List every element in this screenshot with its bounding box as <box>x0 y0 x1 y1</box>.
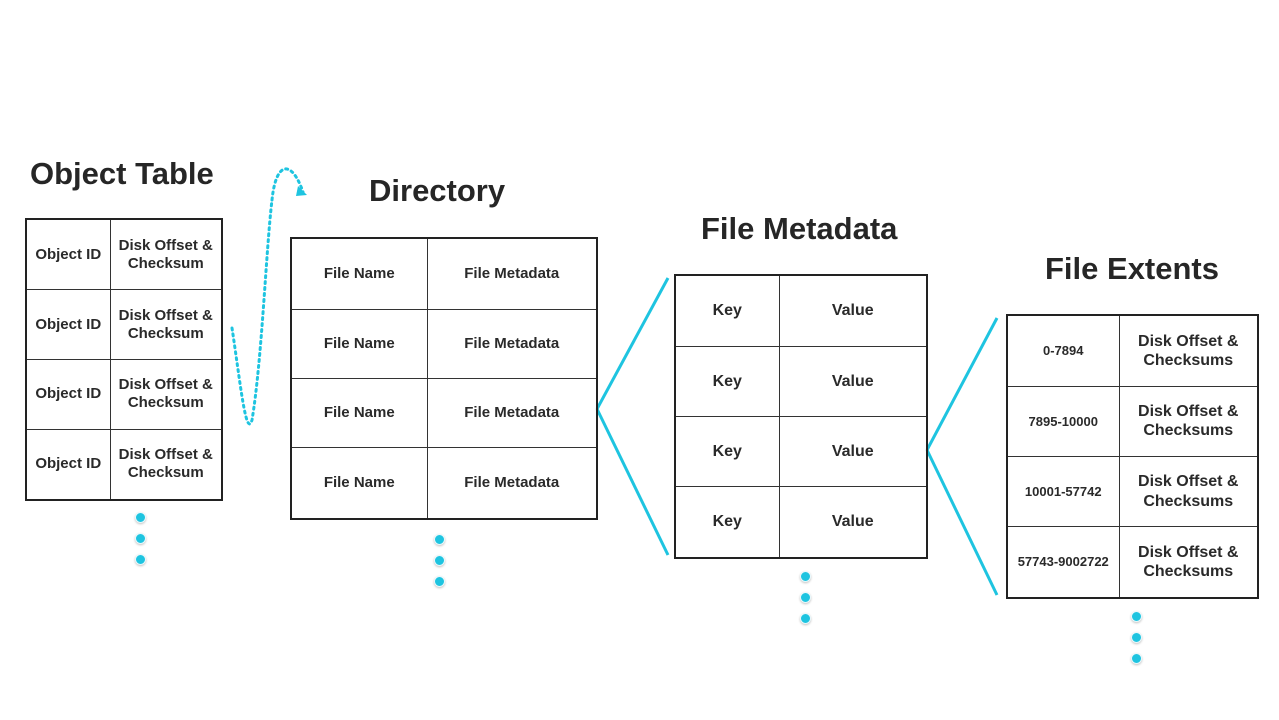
key-cell: Key <box>674 485 780 559</box>
file-metadata-cell: File Metadata <box>426 237 598 310</box>
object-id-cell: Object ID <box>25 428 111 501</box>
disk-offset-cell: Disk Offset & Checksum <box>109 428 223 501</box>
dot <box>433 576 445 587</box>
table-row: File Name File Metadata <box>290 447 598 520</box>
file-name-cell: File Name <box>290 308 428 379</box>
key-cell: Key <box>674 274 780 348</box>
dot <box>134 512 146 523</box>
file-metadata-table: Key Value Key Value Key Value Key Value <box>674 274 928 559</box>
value-cell: Value <box>778 485 928 559</box>
table-row: File Name File Metadata <box>290 377 598 449</box>
value-cell: Value <box>778 274 928 348</box>
extent-range-cell: 10001-57742 <box>1006 455 1120 528</box>
disk-offset-cell: Disk Offset & Checksum <box>109 218 223 291</box>
metadata-to-extents-line-top <box>925 317 999 451</box>
table-row: 7895-10000 Disk Offset & Checksums <box>1006 385 1259 457</box>
object-table-ellipsis <box>134 512 146 575</box>
table-row: File Name File Metadata <box>290 237 598 310</box>
file-extents-title: File Extents <box>1045 251 1219 286</box>
directory-to-metadata-line-top <box>595 277 670 410</box>
dot <box>799 613 811 624</box>
object-id-cell: Object ID <box>25 289 111 360</box>
file-name-cell: File Name <box>290 377 428 449</box>
arrow-head <box>296 186 307 196</box>
value-cell: Value <box>778 346 928 417</box>
file-extents-table: 0-7894 Disk Offset & Checksums 7895-1000… <box>1006 314 1259 599</box>
table-row: Key Value <box>674 346 928 417</box>
table-row: Object ID Disk Offset & Checksum <box>25 289 223 360</box>
file-metadata-title: File Metadata <box>701 211 898 246</box>
key-cell: Key <box>674 415 780 487</box>
table-row: Key Value <box>674 415 928 487</box>
disk-offset-cell: Disk Offset & Checksums <box>1118 314 1259 387</box>
metadata-to-extents-line-bottom <box>925 449 999 596</box>
dot <box>1130 611 1142 622</box>
file-name-cell: File Name <box>290 237 428 310</box>
disk-offset-cell: Disk Offset & Checksums <box>1118 526 1259 599</box>
object-table: Object ID Disk Offset & Checksum Object … <box>25 218 223 501</box>
extent-range-cell: 7895-10000 <box>1006 385 1120 457</box>
directory-to-metadata-line-bottom <box>595 408 670 556</box>
object-id-cell: Object ID <box>25 218 111 291</box>
table-row: Object ID Disk Offset & Checksum <box>25 218 223 291</box>
object-to-directory-arrow <box>230 167 305 426</box>
disk-offset-cell: Disk Offset & Checksum <box>109 289 223 360</box>
dot <box>433 555 445 566</box>
dot <box>433 534 445 545</box>
directory-table: File Name File Metadata File Name File M… <box>290 237 598 520</box>
file-metadata-cell: File Metadata <box>426 447 598 520</box>
table-row: Key Value <box>674 485 928 559</box>
file-extents-ellipsis <box>1130 611 1142 674</box>
table-row: 10001-57742 Disk Offset & Checksums <box>1006 455 1259 528</box>
disk-offset-cell: Disk Offset & Checksums <box>1118 385 1259 457</box>
extent-range-cell: 57743-9002722 <box>1006 526 1120 599</box>
dot <box>799 571 811 582</box>
file-name-cell: File Name <box>290 447 428 520</box>
disk-offset-cell: Disk Offset & Checksum <box>109 358 223 430</box>
dot <box>134 554 146 565</box>
dot <box>799 592 811 603</box>
extent-range-cell: 0-7894 <box>1006 314 1120 387</box>
key-cell: Key <box>674 346 780 417</box>
value-cell: Value <box>778 415 928 487</box>
directory-title: Directory <box>369 173 506 208</box>
object-table-title: Object Table <box>30 156 214 191</box>
object-id-cell: Object ID <box>25 358 111 430</box>
table-row: Object ID Disk Offset & Checksum <box>25 428 223 501</box>
table-row: 57743-9002722 Disk Offset & Checksums <box>1006 526 1259 599</box>
file-metadata-cell: File Metadata <box>426 377 598 449</box>
table-row: File Name File Metadata <box>290 308 598 379</box>
dot <box>1130 632 1142 643</box>
dot <box>1130 653 1142 664</box>
table-row: Object ID Disk Offset & Checksum <box>25 358 223 430</box>
file-metadata-cell: File Metadata <box>426 308 598 379</box>
dot <box>134 533 146 544</box>
file-metadata-ellipsis <box>799 571 811 634</box>
disk-offset-cell: Disk Offset & Checksums <box>1118 455 1259 528</box>
directory-ellipsis <box>433 534 445 597</box>
table-row: 0-7894 Disk Offset & Checksums <box>1006 314 1259 387</box>
table-row: Key Value <box>674 274 928 348</box>
